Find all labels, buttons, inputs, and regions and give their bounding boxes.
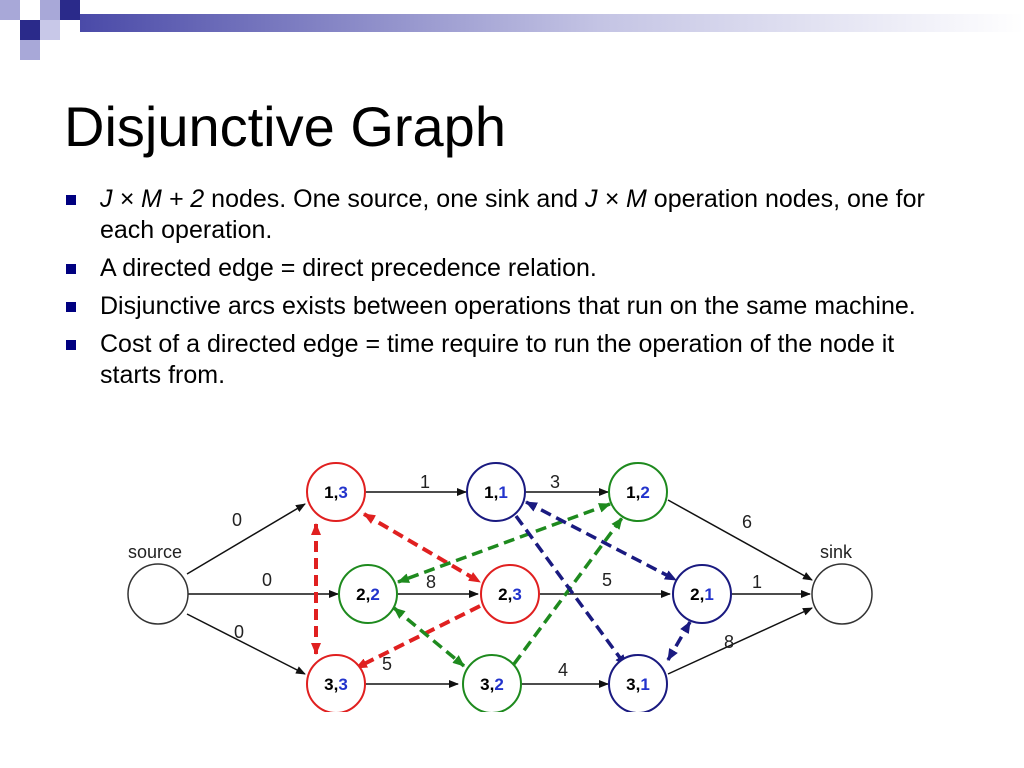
edge-weight-source-3-3: 0 — [234, 622, 244, 642]
operation-node-3-3: 3,3 — [306, 654, 366, 712]
operation-node-1-3: 1,3 — [306, 462, 366, 522]
svg-text:1,1: 1,1 — [484, 483, 508, 502]
node-separator: , — [334, 483, 339, 502]
node-machine: 2 — [370, 585, 379, 604]
disjunctive-arc-3-2-1-2 — [512, 516, 624, 666]
node-separator: , — [636, 483, 641, 502]
bullet-item: Disjunctive arcs exists between operatio… — [60, 291, 960, 322]
operation-node-3-1: 3,1 — [608, 654, 668, 712]
disjunctive-arc-1-1-3-1 — [514, 514, 628, 668]
svg-text:2,2: 2,2 — [356, 585, 380, 604]
node-job: 3 — [324, 675, 333, 694]
edge-3-1-to-sink — [667, 607, 813, 675]
disjunctive-graph-diagram: 0 0 0 1 3 6 8 5 1 5 4 8 source sink — [127, 462, 873, 712]
edge-weight-3-2-3-1: 4 — [558, 660, 568, 680]
svg-text:1,3: 1,3 — [324, 483, 348, 502]
node-separator: , — [494, 483, 499, 502]
sink-label: sink — [820, 542, 853, 562]
node-separator: , — [334, 675, 339, 694]
edge-weight-source-2-2: 0 — [262, 570, 272, 590]
disjunctive-arc-1-1-2-1 — [525, 500, 677, 582]
bullet-text: nodes. One source, one sink and — [204, 185, 586, 213]
edge-weight-2-1-sink: 1 — [752, 572, 762, 592]
edge-weight-1-1-1-2: 3 — [550, 472, 560, 492]
node-machine: 3 — [338, 675, 347, 694]
operation-node-2-1: 2,1 — [672, 564, 732, 624]
node-job: 1 — [626, 483, 635, 502]
node-machine: 3 — [512, 585, 521, 604]
bullet-expression: J × M + 2 — [100, 185, 205, 213]
bullet-text: Cost of a directed edge = time require t… — [100, 330, 895, 389]
bullet-text: operation nodes, one for each operation. — [100, 185, 925, 244]
precedence-edges — [186, 488, 813, 688]
edge-weight-1-2-sink: 6 — [742, 512, 752, 532]
node-separator: , — [490, 675, 495, 694]
node-machine: 2 — [494, 675, 503, 694]
node-machine: 1 — [640, 675, 649, 694]
operation-node-1-1: 1,1 — [466, 462, 526, 522]
bullet-item: J × M + 2 nodes. One source, one sink an… — [60, 184, 960, 246]
node-job: 3 — [480, 675, 489, 694]
edge-weight-2-2-2-3: 8 — [426, 572, 436, 592]
node-machine: 1 — [704, 585, 713, 604]
source-node: source — [127, 542, 189, 625]
node-separator: , — [700, 585, 705, 604]
node-job: 1 — [484, 483, 493, 502]
disjunctive-arcs-machine-1 — [514, 500, 692, 668]
header-decoration — [0, 0, 1024, 60]
edge-source-1-3 — [186, 503, 306, 575]
node-job: 2 — [690, 585, 699, 604]
operation-node-1-2: 1,2 — [608, 462, 668, 522]
svg-text:2,3: 2,3 — [498, 585, 522, 604]
source-label: source — [128, 542, 182, 562]
node-separator: , — [366, 585, 371, 604]
node-separator: , — [636, 675, 641, 694]
edge-weight-2-3-2-1: 5 — [602, 570, 612, 590]
svg-text:3,2: 3,2 — [480, 675, 504, 694]
edge-weight-1-3-1-1: 1 — [420, 472, 430, 492]
node-machine: 1 — [498, 483, 507, 502]
disjunctive-arc-2-1-3-1 — [666, 621, 692, 661]
svg-text:3,1: 3,1 — [626, 675, 650, 694]
svg-text:1,2: 1,2 — [626, 483, 650, 502]
bullet-item: A directed edge = direct precedence rela… — [60, 253, 960, 284]
sink-node: sink — [811, 542, 873, 625]
bullet-list: J × M + 2 nodes. One source, one sink an… — [60, 184, 960, 398]
edge-weight-3-1-sink: 8 — [724, 632, 734, 652]
operation-node-2-3: 2,3 — [480, 564, 540, 624]
node-machine: 3 — [338, 483, 347, 502]
operation-node-3-2: 3,2 — [462, 654, 522, 712]
node-machine: 2 — [640, 483, 649, 502]
node-job: 1 — [324, 483, 333, 502]
edge-1-2-to-sink — [667, 499, 813, 581]
operation-node-2-2: 2,2 — [338, 564, 398, 624]
edge-weight-source-1-3: 0 — [232, 510, 242, 530]
edge-weight-3-3-3-2: 5 — [382, 654, 392, 674]
svg-text:2,1: 2,1 — [690, 585, 714, 604]
node-separator: , — [508, 585, 513, 604]
node-job: 3 — [626, 675, 635, 694]
slide-title: Disjunctive Graph — [64, 95, 506, 158]
svg-text:3,3: 3,3 — [324, 675, 348, 694]
node-job: 2 — [498, 585, 507, 604]
bullet-text: Disjunctive arcs exists between operatio… — [100, 292, 916, 320]
bullet-text: A directed edge = direct precedence rela… — [100, 254, 597, 282]
node-job: 2 — [356, 585, 365, 604]
disjunctive-arc-2-2-3-2 — [392, 606, 466, 668]
edge-source-3-3 — [186, 613, 306, 675]
bullet-expression: J × M — [585, 185, 647, 213]
bullet-item: Cost of a directed edge = time require t… — [60, 329, 960, 391]
